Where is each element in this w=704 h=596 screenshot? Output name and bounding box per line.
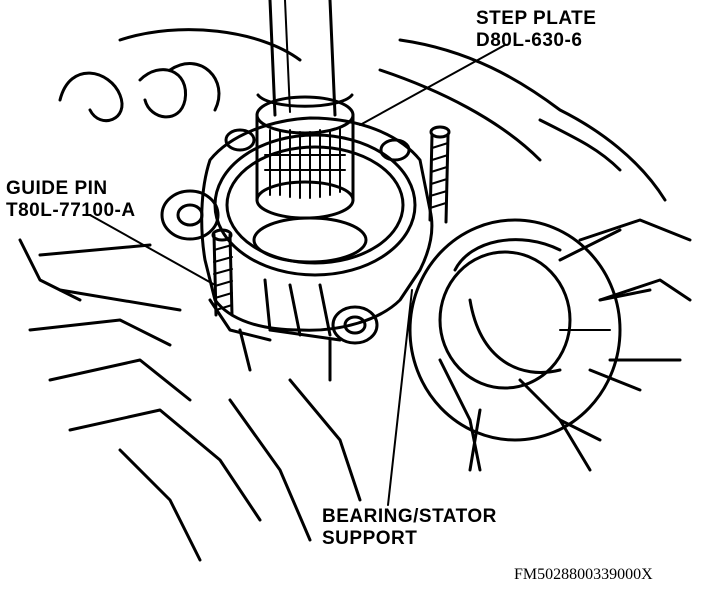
transmission-case (18, 28, 692, 562)
figure-id: FM5028800339000X (514, 566, 653, 583)
input-shaft (256, 0, 354, 117)
pump-gear-ring (408, 218, 652, 472)
case-contour (58, 62, 221, 123)
step-plate-part-number: D80L-630-6 (476, 30, 583, 51)
guide-pin-name: GUIDE PIN (6, 178, 108, 199)
bearing-stator-support-label: BEARING/STATOR SUPPORT (322, 506, 497, 550)
bearing-support-leader (387, 289, 413, 506)
guide-pin-part-number: T80L-77100-A (6, 200, 136, 221)
step-plate-label: STEP PLATE D80L-630-6 (476, 8, 596, 52)
splined-hub (252, 95, 368, 264)
guide-pin-leader (89, 214, 216, 286)
bearing-support-line1: BEARING/STATOR (322, 506, 497, 527)
guide-pins (211, 125, 451, 317)
step-plate-name: STEP PLATE (476, 8, 597, 29)
bearing-stator-support-body (160, 116, 434, 382)
bearing-support-line2: SUPPORT (322, 528, 418, 549)
leader-lines (89, 44, 506, 506)
step-plate-leader (359, 44, 506, 126)
guide-pin-label: GUIDE PIN T80L-77100-A (6, 178, 136, 222)
